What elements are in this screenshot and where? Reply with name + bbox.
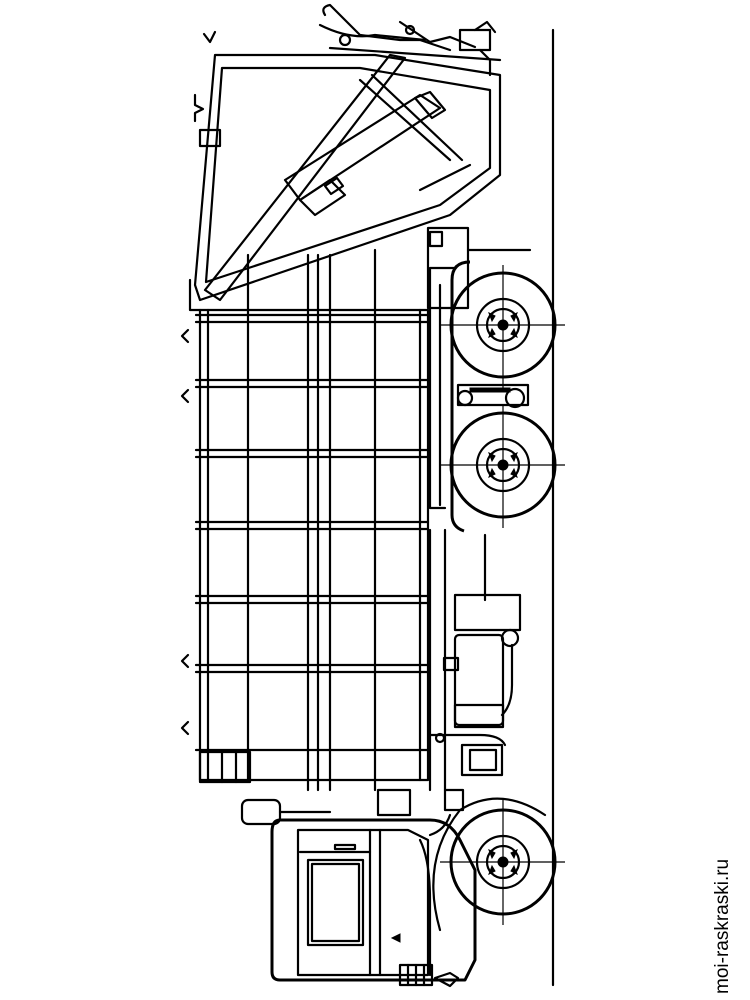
rear-wheel-1 <box>440 265 565 388</box>
watermark-label: moi-raskraski.ru <box>712 858 733 994</box>
rear-loader <box>190 5 500 310</box>
rear-wheel-2 <box>440 405 565 528</box>
truck-body <box>182 250 428 790</box>
truck-cab <box>242 790 475 986</box>
front-wheel <box>433 799 565 930</box>
chassis <box>428 228 530 790</box>
